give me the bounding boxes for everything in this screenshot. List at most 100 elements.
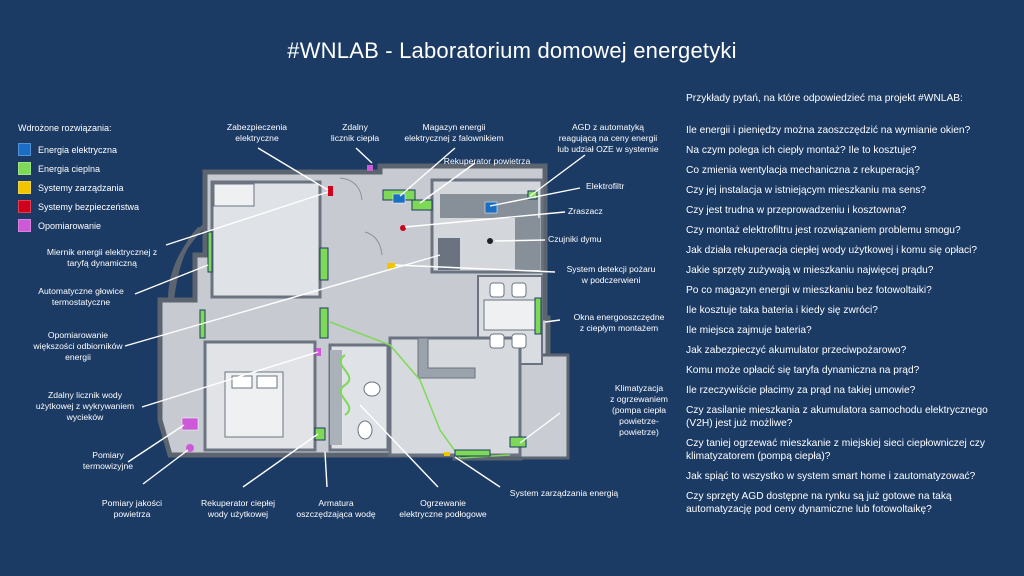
underfloor-heating-pipe bbox=[339, 354, 351, 416]
legend-label: Systemy zarządzania bbox=[38, 182, 124, 193]
legend-swatch-metering bbox=[18, 219, 31, 232]
balcony bbox=[518, 353, 570, 460]
label-text: Czujniki dymu bbox=[548, 234, 602, 244]
label-text: Elektrofiltr bbox=[586, 181, 625, 191]
label-elektrofiltr: Elektrofiltr bbox=[586, 181, 656, 192]
bay-curve bbox=[170, 226, 202, 301]
question-item: Ile kosztuje taka bateria i kiedy się zw… bbox=[686, 305, 878, 316]
label-armatura: Armatura oszczędzająca wodę bbox=[288, 498, 384, 520]
label-text: Armatura oszczędzająca wodę bbox=[296, 498, 376, 519]
label-detekcja: System detekcji pożaru w podczerwieni bbox=[552, 264, 670, 286]
question-item: Czy taniej ogrzewać mieszkanie z miejski… bbox=[686, 438, 985, 462]
label-text: Magazyn energii elektrycznej z falowniki… bbox=[404, 122, 504, 143]
door-arc bbox=[364, 231, 383, 256]
agd-appliance bbox=[484, 201, 498, 214]
question-item: Jak działa rekuperacja ciepłej wody użyt… bbox=[686, 245, 978, 256]
question-item: Na czym polega ich ciepły montaż? Ile to… bbox=[686, 145, 917, 156]
kitchen-island bbox=[438, 238, 460, 270]
legend-item: Opomiarowanie bbox=[18, 216, 139, 235]
label-rekuperator-wody: Rekuperator ciepłej wody użytkowej bbox=[190, 498, 286, 520]
label-termowizyjne: Pomiary termowizyjne bbox=[70, 450, 146, 472]
label-licznik-wody: Zdalny licznik wody użytkowej z wykrywan… bbox=[28, 390, 142, 423]
door-arc bbox=[339, 177, 363, 201]
room-living bbox=[388, 336, 522, 457]
question-item: Czy sprzęty AGD dostępne na rynku są już… bbox=[686, 491, 952, 515]
question-item: Ile rzeczywiście płacimy za prąd na taki… bbox=[686, 385, 916, 396]
label-text: System detekcji pożaru w podczerwieni bbox=[566, 264, 656, 285]
radiator bbox=[319, 307, 329, 339]
question-item: Czy jest trudna w przeprowadzeniu i kosz… bbox=[686, 205, 907, 216]
legend-label: Opomiarowanie bbox=[38, 220, 102, 231]
label-text: Okna energooszczędne z ciepłym montażem bbox=[573, 312, 665, 333]
label-rekuperator-powietrza: Rekuperator powietrza bbox=[432, 156, 542, 167]
ac-unit bbox=[509, 436, 527, 448]
bed-top bbox=[213, 183, 255, 207]
chair bbox=[511, 333, 527, 349]
label-text: Zdalny licznik wody użytkowej z wykrywan… bbox=[35, 390, 135, 422]
ac-unit-2 bbox=[454, 449, 491, 457]
pointer-lines bbox=[124, 147, 586, 488]
question-item: Co zmienia wentylacja mechaniczna z reku… bbox=[686, 165, 920, 176]
sprinkler bbox=[400, 225, 406, 231]
water-meter bbox=[316, 348, 321, 356]
page-title: #WNLAB - Laboratorium domowej energetyki bbox=[287, 38, 737, 63]
question-item: Komu może opłacić się taryfa dynamiczna … bbox=[686, 365, 920, 376]
chair bbox=[511, 282, 527, 298]
label-agd: AGD z automatyką reagującą na ceny energ… bbox=[548, 122, 668, 155]
legend-item: Systemy zarządzania bbox=[18, 178, 139, 197]
label-text: Zabezpieczenia elektryczne bbox=[226, 122, 288, 143]
label-text: Klimatyzacja z ogrzewaniem (pompa ciepła… bbox=[610, 383, 668, 437]
label-text: Rekuperator powietrza bbox=[443, 156, 531, 166]
recuperator-unit bbox=[411, 199, 433, 211]
question-item: Czy jej instalacja w istniejącym mieszka… bbox=[686, 185, 927, 196]
legend-label: Energia elektryczna bbox=[38, 144, 118, 155]
chair bbox=[489, 333, 505, 349]
legend: Wdrożone rozwiązania: Energia elektryczn… bbox=[18, 123, 139, 235]
legend-swatch-heat bbox=[18, 162, 31, 175]
label-text: Opomiarowanie większości odbiorników ene… bbox=[33, 330, 123, 362]
label-text: AGD z automatyką reagującą na ceny energ… bbox=[557, 122, 659, 154]
label-text: Ogrzewanie elektryczne podłogowe bbox=[399, 498, 487, 519]
radiator bbox=[534, 297, 542, 335]
label-text: Pomiary jakości powietrza bbox=[101, 498, 163, 519]
radiator bbox=[319, 247, 329, 281]
question-item: Jak zabezpieczyć akumulator przeciwpożar… bbox=[686, 345, 907, 356]
label-jakosc: Pomiary jakości powietrza bbox=[88, 498, 176, 520]
label-text: Automatyczne głowice termostatyczne bbox=[38, 286, 124, 307]
heat-meter bbox=[367, 165, 373, 171]
label-miernik: Miernik energii elektrycznej z taryfą dy… bbox=[28, 247, 176, 269]
questions-panel: Przykłady pytań, na które odpowiedzieć m… bbox=[686, 92, 1011, 523]
sink bbox=[363, 381, 381, 397]
energy-mgmt-device bbox=[444, 452, 450, 456]
dining-table bbox=[483, 299, 537, 331]
legend-item: Energia elektryczna bbox=[18, 140, 139, 159]
legend-title: Wdrożone rozwiązania: bbox=[18, 123, 112, 133]
chair bbox=[489, 282, 505, 298]
label-text: Zraszacz bbox=[568, 206, 603, 216]
label-text: Zdalny licznik ciepła bbox=[330, 122, 380, 143]
battery-storage bbox=[392, 193, 406, 204]
label-zabezpieczenia: Zabezpieczenia elektryczne bbox=[218, 122, 296, 144]
label-opomiarowanie: Opomiarowanie większości odbiorników ene… bbox=[28, 330, 128, 363]
label-glowice: Automatyczne głowice termostatyczne bbox=[28, 286, 134, 308]
bathtub bbox=[330, 350, 342, 445]
label-czujniki: Czujniki dymu bbox=[548, 234, 628, 245]
label-zdalny-cieplo: Zdalny licznik ciepła bbox=[322, 122, 388, 144]
management-panel bbox=[387, 263, 395, 269]
thermal-meter bbox=[181, 417, 199, 431]
label-okna: Okna energooszczędne z ciepłym montażem bbox=[560, 312, 678, 334]
label-zraszacz: Zraszacz bbox=[568, 206, 628, 217]
label-text: Miernik energii elektrycznej z taryfą dy… bbox=[46, 247, 158, 268]
label-klimatyzacja: Klimatyzacja z ogrzewaniem (pompa ciepła… bbox=[596, 383, 682, 438]
pillow bbox=[256, 375, 278, 389]
questions-heading: Przykłady pytań, na które odpowiedzieć m… bbox=[686, 93, 963, 104]
label-text: Pomiary termowizyjne bbox=[82, 450, 134, 471]
label-system-energia: System zarządzania energią bbox=[502, 488, 626, 499]
legend-item: Energia cieplna bbox=[18, 159, 139, 178]
legend-label: Systemy bezpieczeństwa bbox=[38, 201, 140, 212]
label-ogrzewanie: Ogrzewanie elektryczne podłogowe bbox=[393, 498, 493, 520]
label-magazyn: Magazyn energii elektrycznej z falowniki… bbox=[394, 122, 514, 144]
label-text: Rekuperator ciepłej wody użytkowej bbox=[200, 498, 276, 519]
legend-swatch-electric bbox=[18, 143, 31, 156]
